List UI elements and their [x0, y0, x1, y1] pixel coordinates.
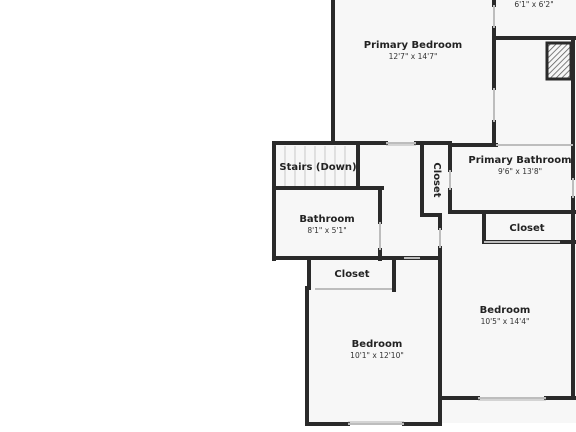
stairs-label: Stairs (Down): [279, 162, 356, 173]
left-bedroom-label: Bedroom: [352, 339, 403, 350]
right-bedroom-label: Bedroom: [480, 305, 531, 316]
left-bedroom-dims: 10'1" x 12'10": [350, 351, 404, 360]
primary-bedroom-dims: 12'7" x 14'7": [389, 52, 438, 61]
right-bedroom-dims: 10'5" x 14'4": [481, 317, 530, 326]
primary-bedroom-label: Primary Bedroom: [364, 40, 462, 51]
primary-bathroom-label: Primary Bathroom: [468, 155, 571, 166]
hatched-chase: [545, 41, 573, 81]
bathroom-dims: 8'1" x 5'1": [307, 226, 346, 235]
hall-closet-label: Closet: [431, 162, 442, 197]
right-closet-label: Closet: [509, 223, 544, 234]
window-panes: [348, 144, 546, 423]
bathroom-label: Bathroom: [299, 214, 354, 225]
primary-bathroom-dims: 9'6" x 13'8": [498, 167, 542, 176]
walls: [272, 0, 576, 426]
windows-and-doors: [315, 5, 574, 425]
left-closet-label: Closet: [334, 269, 369, 280]
top-small-room-dims: 6'1" x 6'2": [514, 0, 553, 9]
stair-treads: [284, 146, 346, 186]
